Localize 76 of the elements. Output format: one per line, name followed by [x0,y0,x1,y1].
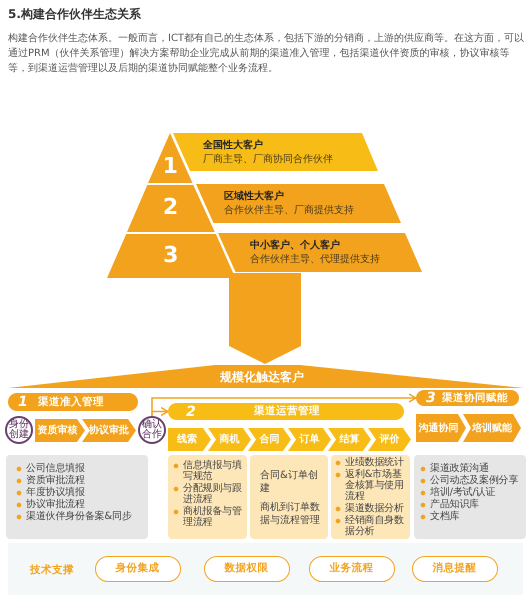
step-circle [138,416,166,444]
level-number: 2 [162,196,180,220]
process-step [82,419,136,442]
level-number: 3 [162,244,180,268]
pill-label: 数据权限 [223,562,270,575]
process-step [416,414,466,442]
card-text: 合同&订单创建 [260,469,319,495]
step-label: 资质审核 [36,424,78,437]
pyramid-tier [218,233,422,272]
tier-description: 合作伙伴主导、代理提供支持 [250,253,380,266]
list-item: 经销商自身数据分析 [335,515,407,537]
section-number: 3 [426,390,436,406]
section-title: 渠道协同赋能 [442,392,508,404]
section-header [416,390,519,406]
pill-label: 业务流程 [328,562,374,575]
process-step [368,428,411,451]
process-step [288,428,331,451]
step-label: 线索 [176,433,198,446]
pyramid-level [106,234,235,278]
step-label: 协议审批 [88,424,130,437]
section-header [168,403,404,420]
section-title: 渠道运营管理 [254,405,320,418]
process-step [35,419,85,442]
capability-pill [412,556,498,582]
info-card [6,455,148,539]
list-item: 业绩数据统计 [335,457,407,468]
section-number: 2 [186,404,196,420]
intro-paragraph: 构建合作伙伴生态体系。一般而言，ICT都有自己的生态体系，包括下游的分销商，上游的供应商等。在这方面，可以通过PRM（伙伴关系管理）解决方案帮助企业完成从前期的渠道准入管理，包括渠道伙伴资质的审核，协议审核等等，到渠道运营管理以及后期的渠道协同赋能整个业务流程。 [8,32,526,76]
step-label: 合同 [258,433,280,446]
section-number: 1 [18,394,28,410]
level-number: 1 [162,155,179,179]
banner-title: 规模化触达客户 [220,369,304,386]
card-text: 商机到订单数据与流程管理 [260,501,321,527]
list-item: 商机报备与管理流程 [173,506,244,528]
section-header [8,393,138,411]
tier-description: 合作伙伴主导、厂商提供支持 [224,204,354,217]
info-card [168,455,247,539]
arrow [151,393,417,416]
banner [8,365,524,388]
info-card [250,455,328,539]
capability-pill [95,556,181,582]
process-step [168,428,211,451]
circle-label: 身份创建 [9,420,29,440]
step-label: 评价 [378,433,400,446]
list-item: 信息填报与填写规范 [173,460,244,482]
process-step [463,414,521,442]
tier-title: 区域性大客户 [224,190,284,203]
info-card [414,455,526,539]
support-panel [8,543,523,595]
step-label: 培训赋能 [470,422,513,434]
circle-label: 确认合作 [142,420,162,440]
list-item: 渠道数据分析 [335,503,407,514]
process-step [328,428,371,451]
info-card [331,455,410,539]
tier-title: 全国性大客户 [203,139,263,152]
pyramid-level [126,185,214,232]
list-item: 分配规则与跟进流程 [173,483,244,505]
tier-title: 中小客户、个人客户 [250,239,340,252]
capability-pill [309,556,395,582]
capability-pill [204,556,290,582]
pill-label: 身份集成 [114,562,160,575]
process-step [248,428,291,451]
panel-title: 技术支撑 [30,563,74,577]
step-circle [5,416,33,444]
tier-description: 厂商主导、厂商协同合作伙伴 [203,153,333,166]
step-label: 结算 [338,433,360,446]
pyramid-level [148,133,192,183]
section-title: 渠道准入管理 [38,396,104,408]
process-step [208,428,251,451]
step-label: 商机 [218,433,240,446]
step-label: 订单 [298,433,320,446]
heading: 5.构建合作伙伴生态关系 [8,6,141,23]
pill-label: 消息提醒 [432,562,478,575]
pyramid-tier [196,184,401,223]
arrow [151,406,169,416]
step-label: 沟通协同 [418,422,460,434]
